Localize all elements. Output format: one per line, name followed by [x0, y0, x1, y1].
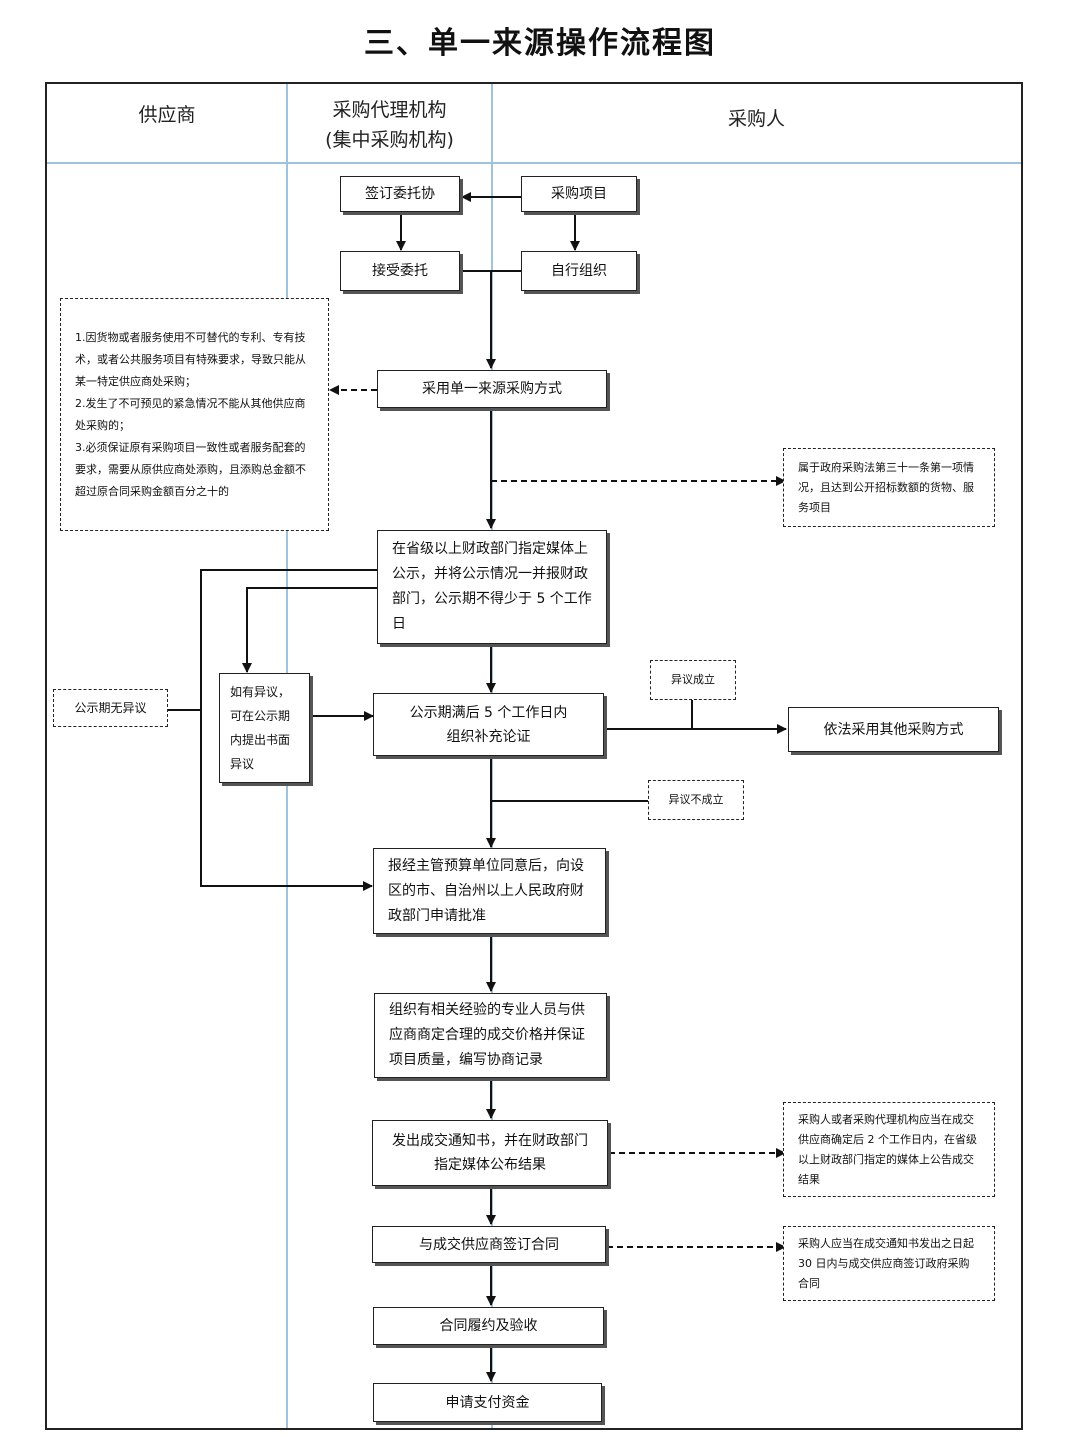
note-objection-valid: 异议成立: [650, 660, 736, 700]
step-perform-accept: 合同履约及验收: [373, 1307, 604, 1345]
step-supplement-demonstration: 公示期满后 5 个工作日内组织补充论证: [373, 693, 604, 756]
note-announce-result: 采购人或者采购代理机构应当在成交供应商确定后 2 个工作日内，在省级以上财政部门…: [783, 1102, 995, 1197]
step-self-organize: 自行组织: [521, 251, 637, 291]
note-no-objection: 公示期无异议: [53, 689, 168, 727]
step-purchase-project: 采购项目: [521, 176, 637, 212]
step-adopt-single-source: 采用单一来源采购方式: [377, 370, 607, 408]
note-law-article: 属于政府采购法第三十一条第一项情况，且达到公开招标数额的货物、服务项目: [783, 448, 995, 527]
step-other-method: 依法采用其他采购方式: [788, 707, 999, 752]
lane-header-supplier: 供应商: [138, 104, 196, 126]
arrow-publicize-to-objection: [242, 587, 377, 673]
step-sign-entrust: 签订委托协: [340, 176, 460, 212]
arrow-no-objection-loop: [200, 569, 377, 891]
step-apply-approval: 报经主管预算单位同意后，向设区的市、自治州以上人民政府财政部门申请批准: [373, 848, 606, 934]
step-apply-payment: 申请支付资金: [373, 1383, 602, 1422]
step-sign-contract: 与成交供应商签订合同: [372, 1226, 606, 1263]
note-conditions: 1.因货物或者服务使用不可替代的专利、专有技术，或者公共服务项目有特殊要求，导致…: [60, 298, 329, 531]
lane-header-agency: 采购代理机构 (集中采购机构): [287, 95, 492, 155]
swimlane-frame: [45, 82, 1023, 1430]
lane-header-purchaser: 采购人: [727, 108, 785, 130]
step-negotiate: 组织有相关经验的专业人员与供应商商定合理的成交价格并保证项目质量，编写协商记录: [374, 993, 607, 1078]
step-accept-entrust: 接受委托: [340, 251, 460, 291]
note-condition-1: 1.因货物或者服务使用不可替代的专利、专有技术，或者公共服务项目有特殊要求，导致…: [75, 330, 306, 388]
step-publicize: 在省级以上财政部门指定媒体上公示，并将公示情况一并报财政部门，公示期不得少于 5…: [377, 530, 607, 644]
lane-header-agency-line1: 采购代理机构: [332, 99, 447, 121]
note-condition-2: 2.发生了不可预见的紧急情况不能从其他供应商处采购的；: [75, 396, 306, 432]
note-condition-3: 3.必须保证原有采购项目一致性或者服务配套的要求，需要从原供应商处添购，且添购总…: [75, 440, 306, 498]
note-contract-deadline: 采购人应当在成交通知书发出之日起 30 日内与成交供应商签订政府采购合同: [783, 1226, 995, 1301]
step-objection: 如有异议，可在公示期内提出书面异议: [219, 673, 310, 783]
step-issue-notice: 发出成交通知书，并在财政部门指定媒体公布结果: [372, 1120, 608, 1186]
note-objection-invalid: 异议不成立: [648, 780, 744, 820]
page-title: 三、单一来源操作流程图: [364, 26, 716, 61]
lane-header-agency-line2: (集中采购机构): [325, 129, 454, 151]
